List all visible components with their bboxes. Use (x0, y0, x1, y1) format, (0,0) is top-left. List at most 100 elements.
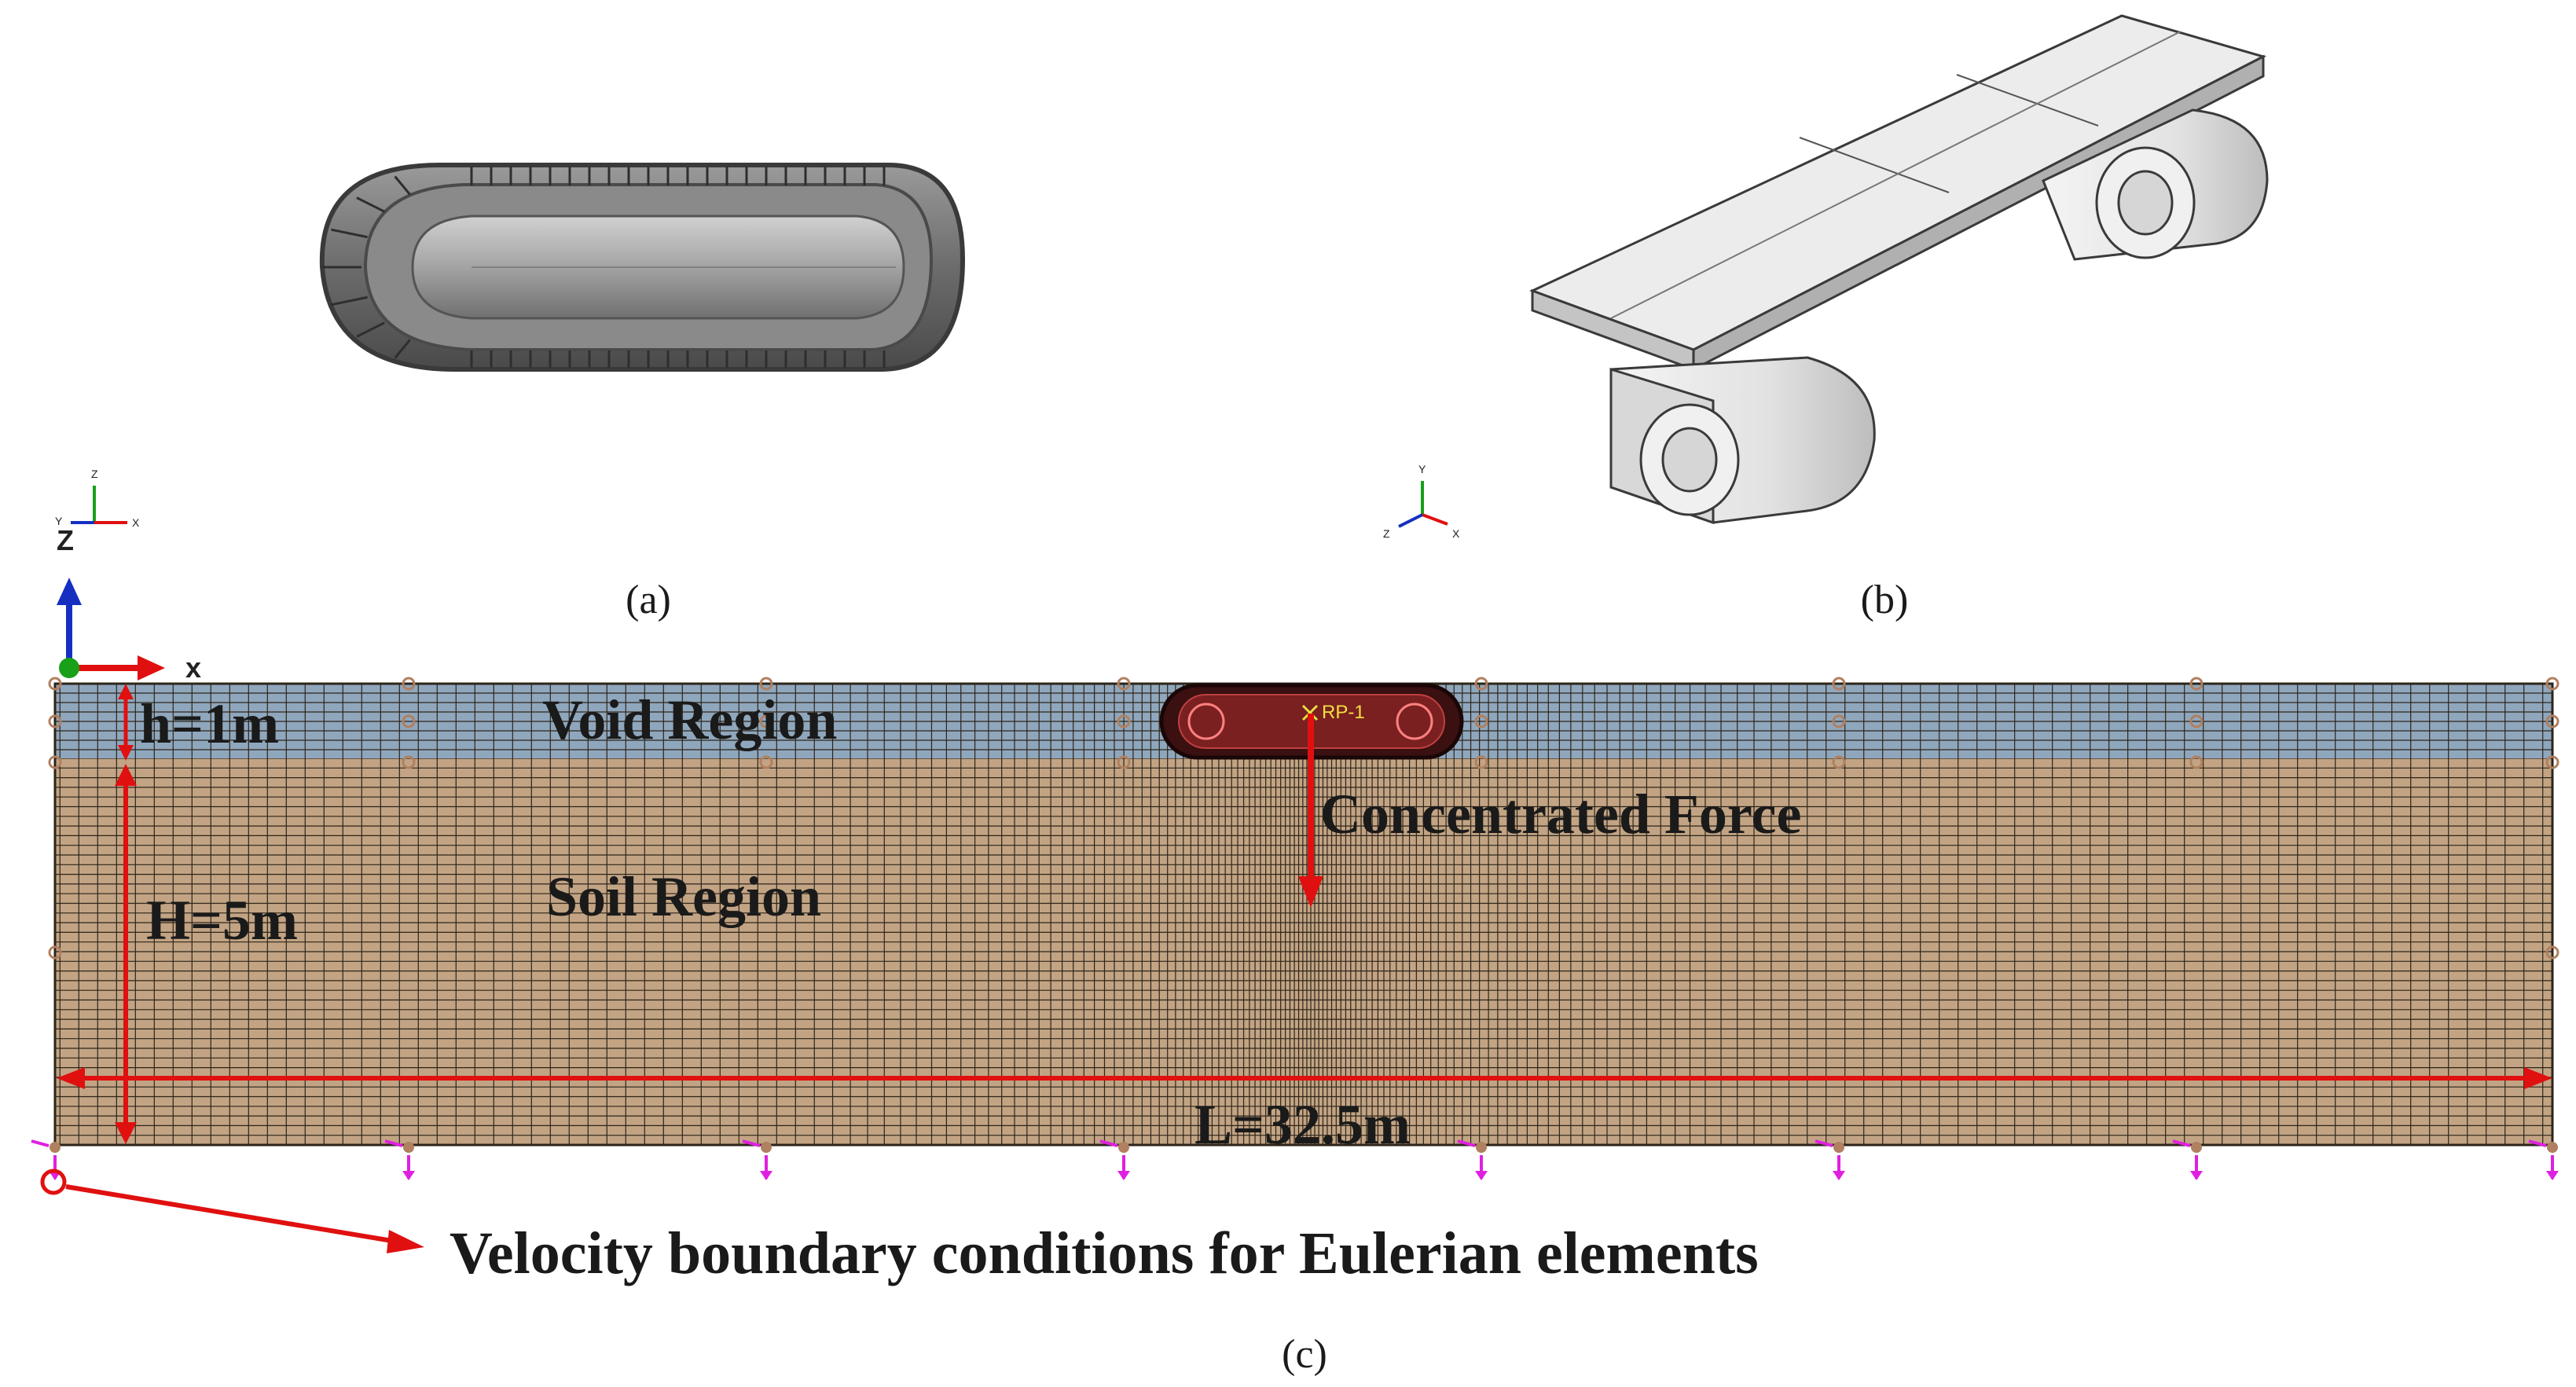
axis-c-origin (59, 658, 79, 678)
triad-a-x-label: X (132, 516, 140, 529)
bc-velocity-symbol (31, 1139, 50, 1147)
dim-h-arrow-bottom (118, 745, 134, 761)
bc-node-symbol (1832, 677, 1846, 691)
bc-node-symbol (48, 677, 62, 691)
bc-node-symbol (1474, 755, 1488, 769)
bc-node-symbol (2547, 1142, 2558, 1153)
triad-b-y-label: Y (1418, 463, 1426, 475)
front-cylinder-bore (1661, 427, 1718, 493)
bc-callout-head (387, 1230, 424, 1253)
panel-c-mesh-domain: RP-1 Void Region Soil Region Concentrate… (31, 524, 2559, 1377)
void-region-label: Void Region (542, 688, 837, 751)
caption-b: (b) (1861, 578, 1909, 622)
bc-node-symbol (2189, 755, 2204, 769)
dim-H-arrow-bottom (115, 1122, 137, 1144)
track-link-end (394, 175, 411, 196)
triad-a: Z Y X (55, 468, 140, 529)
bc-callout-line (65, 1184, 398, 1244)
panel-b-vehicle-model: Y Z X (b) (1383, 14, 2269, 622)
bc-node-symbol (1117, 714, 1131, 728)
force-arrow (1298, 714, 1323, 908)
bc-node-symbol (1117, 755, 1131, 769)
dim-h-arrow-top (118, 684, 134, 699)
axis-c-x-head (138, 655, 165, 681)
triad-a-z-label: Z (91, 468, 98, 480)
bc-node-symbol (48, 755, 62, 769)
force-arrow-head (1298, 876, 1323, 908)
plate-seam-1 (1799, 137, 1950, 193)
bc-node-symbol (2545, 677, 2559, 691)
bc-node-symbol (759, 714, 773, 728)
bc-node-symbol (2545, 714, 2559, 728)
bc-callout-circle (40, 1169, 67, 1195)
rp-marker-b (1301, 704, 1319, 721)
bc-velocity-symbol (742, 1139, 761, 1147)
dim-L-arrow-right (2524, 1067, 2552, 1089)
axis-c-x-label: x (185, 651, 201, 684)
soil-region-label: Soil Region (546, 865, 821, 928)
axis-c-z-label: Z (57, 524, 74, 556)
dimension-length: L=32.5m (57, 1067, 2552, 1156)
bc-node-symbol (759, 677, 773, 691)
caption-c: (c) (1282, 1332, 1327, 1377)
bc-node-symbol (761, 1142, 772, 1153)
boundary-condition-symbols (31, 677, 2559, 1180)
triad-b-z-axis (1398, 513, 1423, 528)
bc-velocity-symbol (402, 1171, 415, 1180)
track-link-end (394, 339, 411, 359)
soil-height-label: H=5m (146, 889, 298, 952)
bc-node-symbol (1118, 1142, 1129, 1153)
triad-b-z-label: Z (1383, 527, 1390, 540)
bc-node-symbol (402, 755, 416, 769)
triad-b: Y Z X (1383, 463, 1460, 540)
bc-node-symbol (2545, 755, 2559, 769)
triad-b-x-label: X (1452, 527, 1460, 540)
soil-mesh (55, 758, 2552, 1145)
track-link-end (331, 295, 368, 306)
plate-seam-3 (1610, 31, 2182, 319)
bc-node-symbol (1474, 714, 1488, 728)
bc-velocity-symbol (1457, 1139, 1476, 1147)
dim-L-arrow-left (57, 1067, 85, 1089)
embedded-track-wheel-right (1396, 703, 1433, 740)
bc-node-symbol (402, 677, 416, 691)
bc-velocity-symbol (384, 1139, 403, 1147)
bc-velocity-symbol (2528, 1139, 2547, 1147)
force-label: Concentrated Force (1320, 783, 1801, 846)
boundary-label: Velocity boundary conditions for Euleria… (450, 1220, 1759, 1286)
void-height-label: h=1m (140, 692, 279, 755)
bc-node-symbol (1117, 677, 1131, 691)
dimension-void-height: h=1m (118, 684, 279, 761)
plate-seam-2 (1956, 74, 2099, 127)
bc-velocity-symbol (760, 1171, 772, 1180)
reference-point-label: RP-1 (1322, 702, 1365, 723)
bc-velocity-symbol (1475, 1171, 1488, 1180)
triad-a-y-label: Y (55, 515, 63, 527)
bc-node-symbol (2545, 945, 2559, 960)
bc-node-symbol (1832, 714, 1846, 728)
triad-b-x-axis (1422, 513, 1448, 526)
track-links (322, 167, 886, 368)
panel-a-track-model: Z Y X (a) (55, 163, 966, 622)
bc-node-symbol (1833, 1142, 1844, 1153)
dim-H-arrow-top (115, 764, 137, 786)
bc-node-symbol (759, 755, 773, 769)
track-link-end (356, 196, 385, 213)
bc-velocity-symbol (1099, 1139, 1118, 1147)
bc-node-symbol (2189, 714, 2204, 728)
track-link-end (356, 321, 385, 338)
bc-node-symbol (1474, 677, 1488, 691)
bc-velocity-symbol (1815, 1139, 1833, 1147)
bc-velocity-symbol (2546, 1171, 2559, 1180)
axis-c-z-head (57, 578, 82, 605)
embedded-track-wheel-left (1187, 703, 1225, 740)
vehicle-plate-front (1692, 54, 2265, 372)
axes-c: Z x (57, 524, 201, 684)
bc-node-symbol (402, 714, 416, 728)
track-link-end (331, 228, 368, 239)
bc-node-symbol (2189, 677, 2204, 691)
bc-velocity-symbol (1833, 1171, 1845, 1180)
bc-velocity-symbol (2190, 1171, 2203, 1180)
bc-velocity-symbol (2172, 1139, 2191, 1147)
